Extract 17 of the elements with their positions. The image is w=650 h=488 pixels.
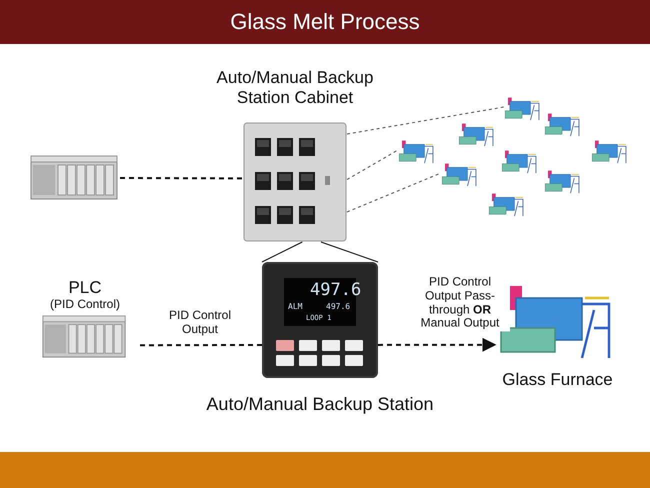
node-subtitle: (PID Control)	[50, 298, 120, 312]
connector-line	[346, 106, 504, 134]
node-title: Auto/Manual Backup Station Cabinet	[216, 68, 374, 108]
node-title: PLC	[68, 278, 102, 298]
display-reading: ALM	[288, 303, 302, 311]
connector-line	[140, 344, 262, 346]
connector-line	[262, 242, 303, 262]
display-reading: 497.6	[310, 282, 362, 299]
display-reading: 497.6	[326, 303, 350, 311]
arrow	[378, 338, 496, 352]
connector-line	[346, 150, 398, 180]
connector-line	[346, 172, 442, 212]
node-title: Auto/Manual Backup Station	[206, 394, 434, 415]
connector-line	[320, 242, 378, 262]
title: Glass Melt Process	[230, 9, 420, 35]
connector-line	[120, 177, 243, 180]
node-title: Glass Furnace	[502, 370, 613, 390]
